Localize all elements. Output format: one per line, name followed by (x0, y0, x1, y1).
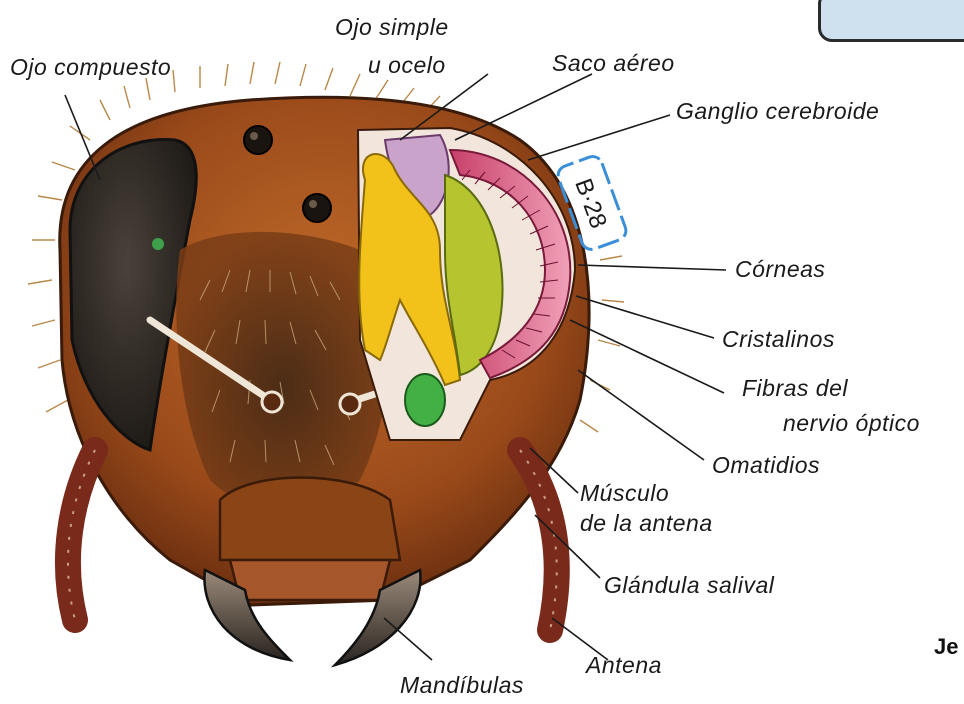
antenna-base-left (262, 392, 282, 412)
ocellus (244, 126, 272, 154)
label-antena: Antena (586, 652, 662, 678)
label-nervio-optico: nervio óptico (783, 410, 920, 436)
label-ojo-simple: Ojo simple (335, 14, 449, 40)
antenna-base-right (340, 394, 360, 414)
label-ocelo: u ocelo (368, 52, 446, 78)
labrum (230, 560, 390, 600)
label-saco-aereo: Saco aéreo (552, 50, 675, 76)
label-corneas: Córneas (735, 256, 825, 282)
clypeus (220, 478, 400, 561)
label-ganglio: Ganglio cerebroide (676, 98, 879, 124)
label-musculo: Músculo (580, 480, 669, 506)
label-de-la-antena: de la antena (580, 510, 713, 536)
label-fibras: Fibras del (742, 375, 848, 401)
label-glandula: Glándula salival (604, 572, 774, 598)
salivary-gland (405, 374, 445, 426)
face-hair (176, 232, 390, 510)
antenna-left (68, 450, 95, 620)
ocellus (303, 194, 331, 222)
eye-highlight (152, 238, 164, 250)
label-cristalinos: Cristalinos (722, 326, 835, 352)
antenna-right (520, 450, 557, 630)
label-mandibulas: Mandíbulas (400, 672, 524, 698)
label-ojo-compuesto: Ojo compuesto (10, 54, 171, 80)
label-omatidios: Omatidios (712, 452, 820, 478)
corner-panel (818, 0, 964, 42)
ocellus-shine (309, 200, 317, 208)
ocellus-shine (250, 132, 258, 140)
cutoff-text: Je (934, 634, 958, 660)
